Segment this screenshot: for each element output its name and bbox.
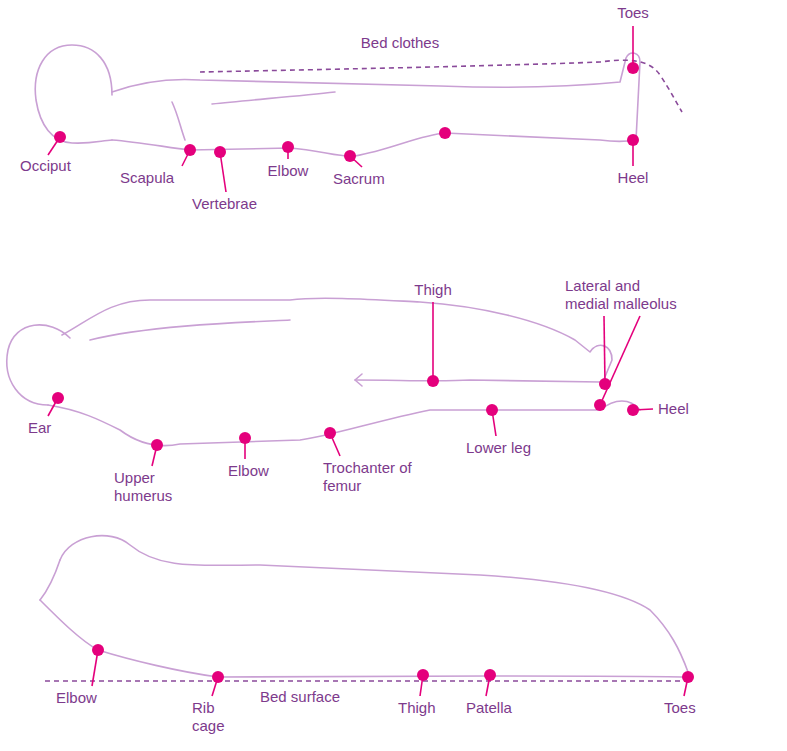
part-label: Heel — [616, 169, 651, 187]
part-label: Patella — [464, 699, 514, 717]
pressure-dot — [282, 141, 294, 153]
pressure-points — [52, 62, 694, 683]
pressure-dot — [151, 439, 163, 451]
pressure-dot — [214, 146, 226, 158]
part-label: Trochanter of femur — [321, 459, 417, 495]
pressure-dot — [184, 144, 196, 156]
part-label: Lower leg — [464, 439, 533, 457]
leader-lines — [48, 26, 688, 696]
pressure-dot — [417, 669, 429, 681]
part-label: Elbow — [266, 162, 311, 180]
part-label: Scapula — [118, 169, 176, 187]
part-label: Ear — [26, 419, 53, 437]
pressure-dot — [52, 392, 64, 404]
pressure-dot — [594, 399, 606, 411]
pressure-dot — [212, 671, 224, 683]
leader-line — [220, 152, 226, 192]
body-outline — [62, 298, 612, 384]
part-label: Sacrum — [331, 170, 387, 188]
bed-surface-line — [45, 680, 690, 682]
leader-line — [432, 302, 434, 381]
pressure-dot — [627, 62, 639, 74]
part-label: Upper humerus — [112, 469, 186, 505]
pressure-dot — [324, 427, 336, 439]
leader-line — [604, 316, 605, 384]
pressure-dot — [92, 644, 104, 656]
body-outline — [48, 401, 640, 446]
leader-line — [600, 316, 640, 405]
pressure-dot — [54, 131, 66, 143]
part-label: Elbow — [54, 689, 99, 707]
dashed-lines — [45, 60, 690, 681]
part-label: Rib cage — [190, 699, 236, 735]
part-label: Heel — [656, 400, 691, 418]
part-label: Bed surface — [258, 688, 342, 706]
part-label: Toes — [615, 4, 651, 22]
pressure-dot — [682, 671, 694, 683]
pressure-dot — [439, 127, 451, 139]
part-label: Occiput — [18, 157, 73, 175]
body-outline — [112, 133, 636, 156]
pressure-dot — [344, 150, 356, 162]
bed-clothes-line — [200, 60, 682, 112]
leg-outline — [355, 374, 362, 386]
body-outline — [7, 325, 70, 405]
pressure-dot — [599, 378, 611, 390]
body-outline — [112, 53, 640, 140]
pressure-dot — [486, 404, 498, 416]
pressure-dot — [484, 669, 496, 681]
pressure-dot — [427, 375, 439, 387]
part-label: Elbow — [226, 462, 271, 480]
part-label: Thigh — [396, 699, 438, 717]
part-label: Toes — [662, 699, 698, 717]
pressure-dot — [239, 432, 251, 444]
body-outline — [40, 600, 688, 677]
arm-outline — [90, 320, 290, 340]
arm-outline — [40, 560, 60, 600]
part-label: Thigh — [412, 281, 454, 299]
arm-outline — [212, 92, 335, 104]
leg-outline — [355, 380, 600, 382]
pressure-dot — [627, 134, 639, 146]
body-outlines — [7, 45, 688, 677]
body-outline — [35, 45, 112, 143]
part-label: Lateral and medial malleolus — [563, 277, 687, 313]
part-label: Vertebrae — [190, 195, 259, 213]
body-outline — [60, 536, 688, 672]
leader-line — [632, 26, 634, 68]
pressure-dot — [627, 404, 639, 416]
part-label: Bed clothes — [359, 34, 441, 52]
arm-outline — [172, 102, 185, 140]
